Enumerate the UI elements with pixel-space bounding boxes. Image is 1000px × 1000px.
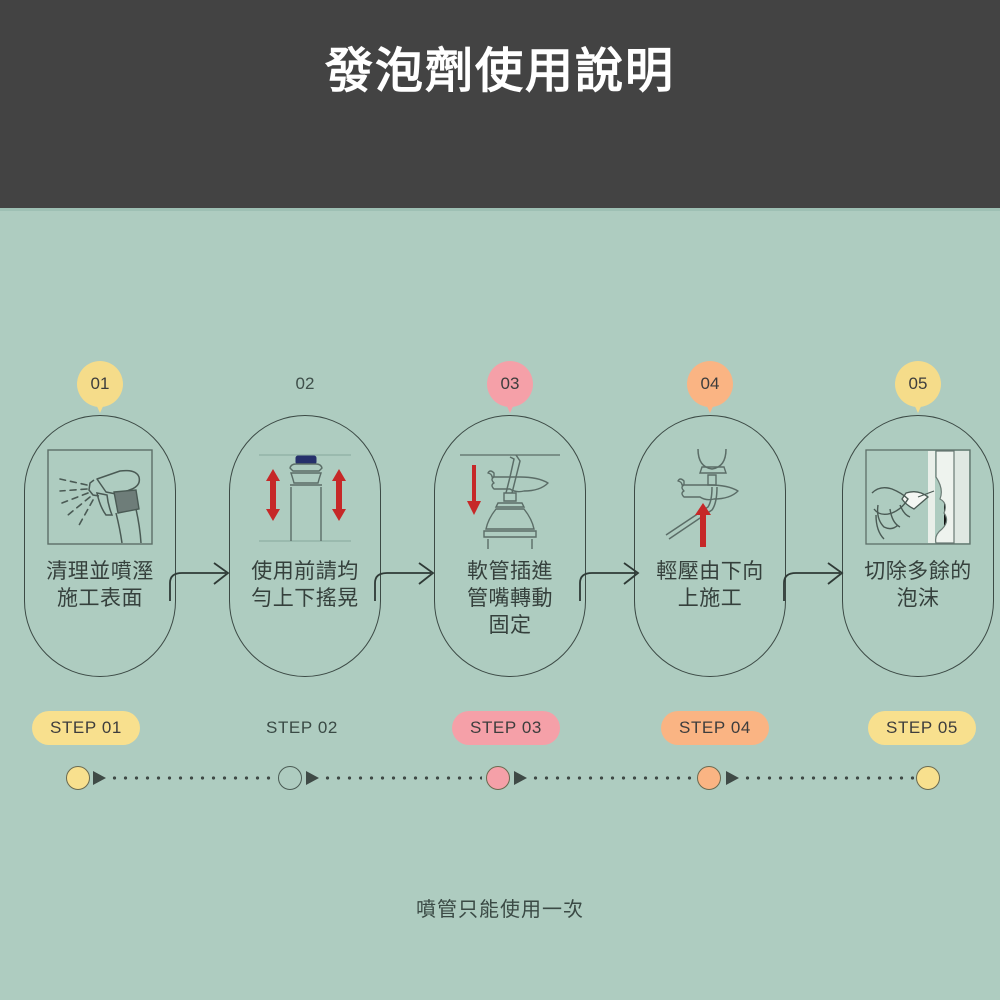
step-card-03: 03 軟管插進 管嘴轉動 <box>420 361 600 701</box>
progress-timeline <box>0 766 1000 800</box>
caption-line: 上施工 <box>677 586 743 610</box>
step-connector-arrow <box>782 557 854 603</box>
step-connector-arrow <box>168 557 240 603</box>
page-header: 發泡劑使用說明 <box>0 0 1000 208</box>
timeline-dotted-line <box>742 776 914 780</box>
step-connector-arrow <box>578 557 650 603</box>
step-badge-05[interactable]: STEP 05 <box>868 711 976 745</box>
step-card-05: 05 切除多餘 <box>828 361 1000 701</box>
pin-circle-icon <box>687 361 733 407</box>
step-pin-02: 02 <box>282 361 328 419</box>
timeline-dot-03[interactable] <box>486 766 510 790</box>
caption-line: 固定 <box>488 613 532 637</box>
footnote-text: 噴管只能使用一次 <box>416 899 584 921</box>
step-badge-03[interactable]: STEP 03 <box>452 711 560 745</box>
timeline-dot-04[interactable] <box>697 766 721 790</box>
step-capsule-02 <box>229 415 381 677</box>
step-caption-02: 使用前請均 勻上下搖晃 <box>225 559 385 613</box>
step-capsule-03 <box>434 415 586 677</box>
caption-line: 泡沫 <box>896 586 940 610</box>
hose-insert-down-icon <box>454 447 566 549</box>
step-caption-03: 軟管插進 管嘴轉動 固定 <box>430 559 590 640</box>
caption-line: 切除多餘的 <box>864 560 972 583</box>
step-caption-04: 輕壓由下向 上施工 <box>630 559 790 613</box>
step-badge-02[interactable]: STEP 02 <box>266 718 338 737</box>
timeline-arrowhead-icon <box>93 771 106 785</box>
step-caption-01: 清理並噴溼 施工表面 <box>20 559 180 613</box>
timeline-dotted-line <box>530 776 694 780</box>
timeline-arrowhead-icon <box>306 771 319 785</box>
caption-line: 使用前請均 <box>251 560 359 583</box>
step-card-01: 01 <box>10 361 190 701</box>
timeline-dotted-line <box>322 776 482 780</box>
step-number-03: 03 <box>500 374 520 393</box>
caption-line: 輕壓由下向 <box>656 560 764 583</box>
pin-circle-icon <box>77 361 123 407</box>
step-capsule-05 <box>842 415 994 677</box>
knife-cut-foam-icon <box>862 447 974 549</box>
timeline-dot-05[interactable] <box>916 766 940 790</box>
step-number-05: 05 <box>908 374 928 393</box>
timeline-dot-01[interactable] <box>66 766 90 790</box>
step-caption-05: 切除多餘的 泡沫 <box>838 559 998 613</box>
timeline-arrowhead-icon <box>514 771 527 785</box>
header-divider <box>0 208 1000 211</box>
step-connector-arrow <box>373 557 445 603</box>
caption-line: 清理並噴溼 <box>46 560 154 583</box>
page-title: 發泡劑使用說明 <box>324 45 675 98</box>
pin-circle-icon <box>895 361 941 407</box>
step-pin-04: 04 <box>687 361 733 419</box>
infographic-stage: 01 <box>0 211 1000 1000</box>
step-pin-05: 05 <box>895 361 941 419</box>
spray-bottle-icon <box>44 447 156 549</box>
step-card-02: 02 使用前請均 <box>215 361 395 701</box>
step-number-02: 02 <box>295 374 315 393</box>
step-capsule-01 <box>24 415 176 677</box>
timeline-dotted-line <box>109 776 275 780</box>
step-pin-03: 03 <box>487 361 533 419</box>
nozzle-press-up-icon <box>654 447 766 549</box>
caption-line: 軟管插進 <box>467 560 553 583</box>
step-badge-01[interactable]: STEP 01 <box>32 711 140 745</box>
caption-line: 勻上下搖晃 <box>251 586 359 610</box>
steps-row: 01 <box>0 361 1000 701</box>
step-badge-04[interactable]: STEP 04 <box>661 711 769 745</box>
caption-line: 施工表面 <box>57 586 143 610</box>
step-number-01: 01 <box>90 374 110 393</box>
step-number-04: 04 <box>700 374 720 393</box>
step-pin-01: 01 <box>77 361 123 419</box>
timeline-dot-02[interactable] <box>278 766 302 790</box>
pin-circle-icon <box>487 361 533 407</box>
step-badges-row: STEP 01 STEP 02 STEP 03 STEP 04 STEP 05 <box>0 711 1000 755</box>
caption-line: 管嘴轉動 <box>467 586 553 610</box>
aerosol-can-shake-icon <box>249 447 361 549</box>
timeline-arrowhead-icon <box>726 771 739 785</box>
step-card-04: 04 輕壓由下向 上施工 <box>620 361 800 701</box>
step-capsule-04 <box>634 415 786 677</box>
